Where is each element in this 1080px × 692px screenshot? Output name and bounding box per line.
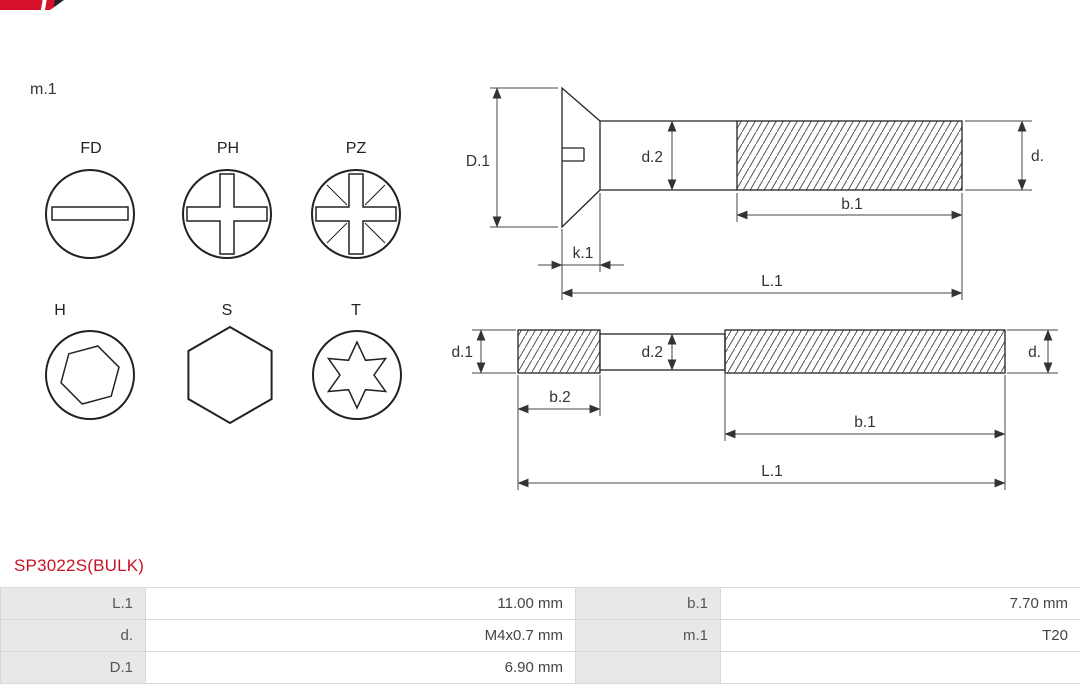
spec-value-cell: 11.00 mm (145, 587, 576, 620)
module-ref-label: m.1 (30, 81, 57, 98)
spec-row: L.1 11.00 mm b.1 7.70 mm (0, 587, 1080, 620)
drive-pz-icon: PZ (311, 140, 401, 259)
spec-label-cell: d. (0, 619, 146, 652)
screw-dim-D1: D.1 (466, 153, 490, 170)
drive-fd-label: FD (80, 140, 101, 157)
stud-dim-d1: d.1 (451, 344, 473, 361)
drive-torx-icon: T (312, 302, 402, 420)
drive-ph-label: PH (217, 140, 239, 157)
spec-row: D.1 6.90 mm (0, 651, 1080, 684)
stud-dim-d2: d.2 (641, 344, 663, 361)
stud-dim-L1: L.1 (761, 463, 783, 480)
spec-row: d. M4x0.7 mm m.1 T20 (0, 619, 1080, 652)
threaded-stud-drawing: d.1 d.2 d. b.2 b.1 L.1 (451, 329, 1058, 490)
drive-hex-socket-icon: H (45, 302, 135, 420)
drive-h-label: H (54, 302, 66, 319)
stud-dim-d: d. (1028, 344, 1041, 361)
spec-value-cell (720, 651, 1080, 684)
screw-dim-k1: k.1 (573, 245, 594, 262)
countersunk-screw-drawing: D.1 d.2 d. b.1 k.1 L.1 (466, 86, 1044, 300)
drive-s-label: S (222, 302, 233, 319)
drive-fd-icon: FD (45, 140, 135, 259)
spec-label-cell: L.1 (0, 587, 146, 620)
brand-logo-fragment (0, 0, 64, 10)
drive-ph-icon: PH (182, 140, 272, 259)
spec-table: L.1 11.00 mm b.1 7.70 mm d. M4x0.7 mm m.… (0, 587, 1080, 684)
screw-thread-section (736, 120, 963, 191)
spec-value-cell: T20 (720, 619, 1080, 652)
spec-label-cell: m.1 (575, 619, 721, 652)
spec-label-cell: D.1 (0, 651, 146, 684)
drive-type-icons: FD PH PZ H S (45, 140, 402, 425)
screw-dim-d2: d.2 (641, 149, 663, 166)
drive-pz-label: PZ (346, 140, 367, 157)
stud-dim-b1: b.1 (854, 414, 876, 431)
spec-label-cell: b.1 (575, 587, 721, 620)
product-code: SP3022S(BULK) (14, 556, 145, 575)
technical-diagram: m.1 FD PH PZ H (30, 81, 1058, 490)
stud-thread-left (517, 329, 601, 374)
stud-dim-b2: b.2 (549, 389, 571, 406)
screw-dim-L1: L.1 (761, 273, 783, 290)
drive-hex-external-icon: S (187, 302, 273, 425)
screw-dim-d: d. (1031, 148, 1044, 165)
spec-label-cell (575, 651, 721, 684)
screw-dim-b1: b.1 (841, 196, 863, 213)
stud-thread-right (724, 329, 1006, 374)
spec-value-cell: 7.70 mm (720, 587, 1080, 620)
drive-t-label: T (351, 302, 361, 319)
spec-value-cell: M4x0.7 mm (145, 619, 576, 652)
spec-value-cell: 6.90 mm (145, 651, 576, 684)
